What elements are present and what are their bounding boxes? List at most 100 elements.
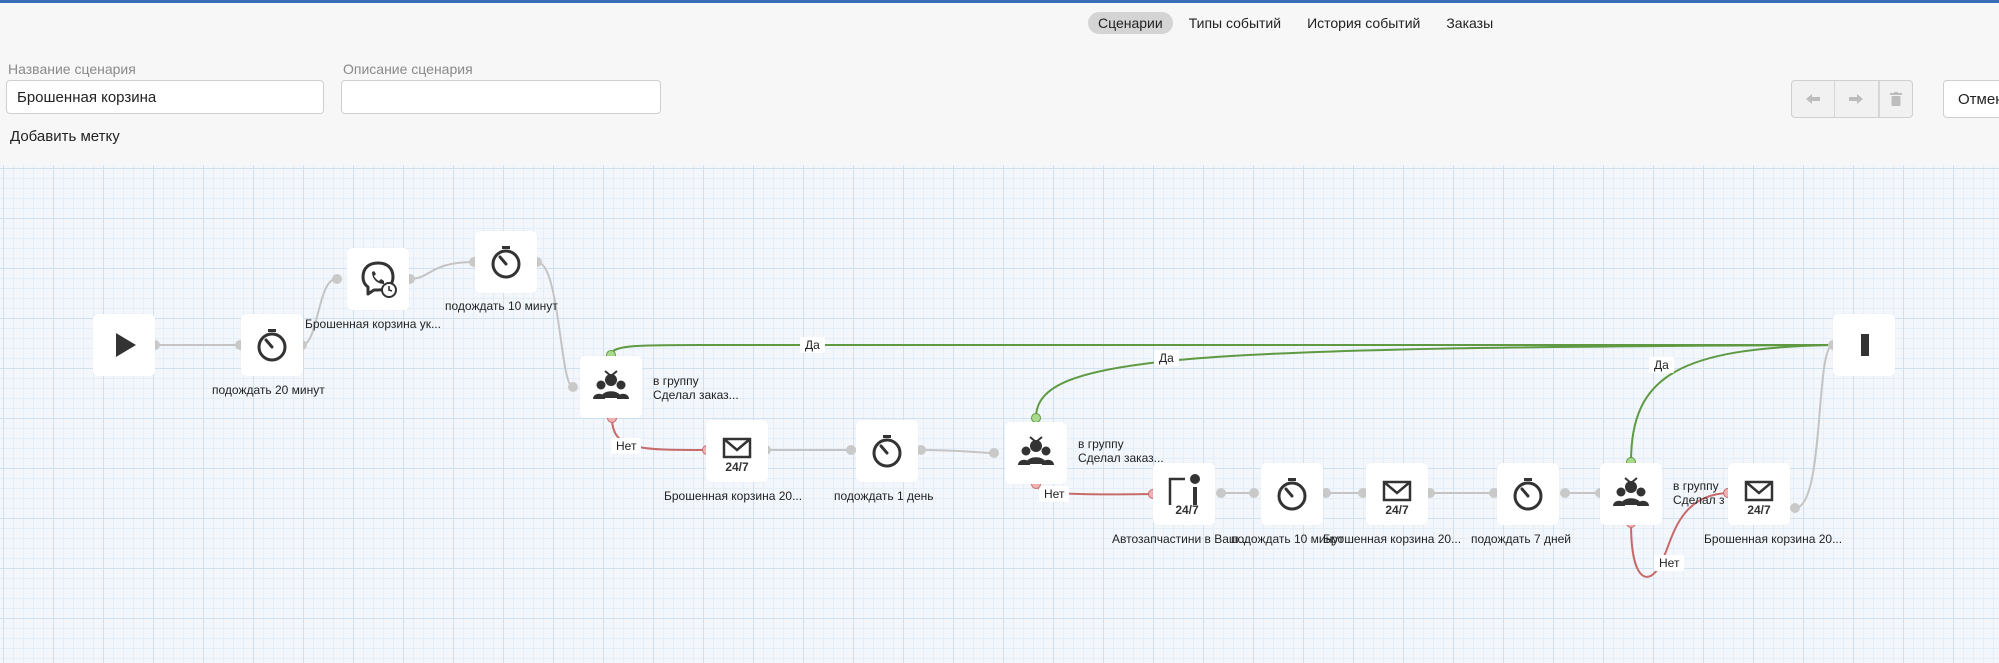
edge-label-no-1: Нет <box>611 438 642 454</box>
node-wait-10-min-a[interactable] <box>475 231 537 293</box>
node-label-wait-1-day: подождать 1 день <box>834 489 934 503</box>
trash-icon <box>1889 92 1902 106</box>
port-viber-in[interactable] <box>332 274 342 284</box>
node-label-viber-message: Брошенная корзина ук... <box>305 317 441 331</box>
group-check-icon <box>1613 477 1649 506</box>
node-label-email-1: Брошенная корзина 20... <box>664 489 803 503</box>
add-tag-link[interactable]: Добавить метку <box>10 128 120 145</box>
port-group2-in[interactable] <box>989 448 999 458</box>
timer-icon <box>1277 478 1307 511</box>
node-group-check-1[interactable] <box>580 356 642 418</box>
node-label-group-1-line1: в группу <box>653 374 699 388</box>
flow-links <box>155 261 1834 578</box>
edge-label-yes-2: Да <box>1154 350 1179 366</box>
flow-canvas[interactable]: Да Да Да Нет Нет Нет подождать 20 минут … <box>0 165 1999 663</box>
edge-label-yes-1: Да <box>800 337 825 353</box>
edge-label-no-3: Нет <box>1654 555 1685 571</box>
port-email3-out[interactable] <box>1790 503 1800 513</box>
link-wait10a-group1 <box>536 261 574 388</box>
undo-button[interactable] <box>1792 81 1836 117</box>
port-wait1d-out[interactable] <box>916 445 926 455</box>
node-label-wait-20-min: подождать 20 минут <box>212 383 325 397</box>
node-email-3[interactable]: 24/7 <box>1728 463 1790 525</box>
node-label-wait-10-min-b: подождать 10 минут <box>1231 532 1344 546</box>
node-wait-20-min[interactable] <box>241 314 303 376</box>
edit-toolbar <box>1791 80 1913 118</box>
viber-delayed-icon <box>361 261 397 298</box>
timer-icon <box>872 435 902 468</box>
port-wait7d-out[interactable] <box>1560 488 1570 498</box>
port-viber-out[interactable] <box>405 274 415 284</box>
svg-text:24/7: 24/7 <box>1747 503 1771 517</box>
email-24-7-icon: 24/7 <box>1382 480 1412 517</box>
timer-icon <box>491 246 521 279</box>
edge-label-yes-3: Да <box>1649 357 1674 373</box>
node-label-group-3-line2: Сделал з <box>1673 493 1725 507</box>
port-info-out[interactable] <box>1216 488 1226 498</box>
link-yes-group2-end <box>1035 344 1834 419</box>
group-check-icon <box>593 370 629 399</box>
node-label-group-3-line1: в группу <box>1673 479 1719 493</box>
node-label-group-2-line1: в группу <box>1078 437 1124 451</box>
nav-tab-event-history[interactable]: История событий <box>1307 15 1421 31</box>
port-wait10b-out[interactable] <box>1321 488 1331 498</box>
info-24-7-icon: 24/7 <box>1168 474 1200 517</box>
node-wait-7-days[interactable] <box>1497 463 1559 525</box>
play-icon <box>116 333 136 357</box>
node-label-email-3: Брошенная корзина 20... <box>1704 532 1843 546</box>
port-wait1d-in[interactable] <box>846 445 856 455</box>
scenario-name-label: Название сценария <box>8 61 136 77</box>
node-email-2[interactable]: 24/7 <box>1366 463 1428 525</box>
svg-text:24/7: 24/7 <box>1175 503 1199 517</box>
email-24-7-icon: 24/7 <box>1744 480 1774 517</box>
scenario-name-input[interactable] <box>6 80 324 114</box>
scenario-description-label: Описание сценария <box>343 61 473 77</box>
port-wait10b-in[interactable] <box>1249 488 1259 498</box>
svg-text:24/7: 24/7 <box>725 460 749 474</box>
port-email2-out[interactable] <box>1425 488 1435 498</box>
port-wait7d-in[interactable] <box>1489 488 1499 498</box>
nav-tab-event-types[interactable]: Типы событий <box>1188 15 1282 31</box>
node-start[interactable] <box>93 314 155 376</box>
timer-icon <box>1513 478 1543 511</box>
port-wait10a-out[interactable] <box>532 257 542 267</box>
node-label-wait-10-min-a: подождать 10 минут <box>445 299 558 313</box>
svg-text:24/7: 24/7 <box>1385 503 1409 517</box>
link-viber-wait10a <box>409 261 475 280</box>
link-wait1d-group2 <box>920 449 995 454</box>
node-end[interactable] <box>1833 314 1895 376</box>
undo-arrow-icon <box>1806 94 1821 104</box>
top-accent-bar <box>0 0 1999 3</box>
stop-icon <box>1861 334 1869 356</box>
port-wait20-in[interactable] <box>235 340 245 350</box>
link-yes-group3-end <box>1630 344 1834 463</box>
delete-button[interactable] <box>1878 81 1912 117</box>
nav-tab-scenarios[interactable]: Сценарии <box>1088 12 1173 34</box>
edge-label-no-2: Нет <box>1039 486 1070 502</box>
node-email-1[interactable]: 24/7 <box>706 420 768 482</box>
redo-arrow-icon <box>1849 94 1864 104</box>
node-group-check-3[interactable] <box>1600 463 1662 525</box>
timer-icon <box>257 329 287 362</box>
node-group-check-2[interactable] <box>1005 422 1067 484</box>
node-wait-10-min-b[interactable] <box>1261 463 1323 525</box>
node-wait-1-day[interactable] <box>856 420 918 482</box>
group-check-icon <box>1018 436 1054 465</box>
node-label-wait-7-days: подождать 7 дней <box>1471 532 1571 546</box>
node-label-group-2-line2: Сделал заказ... <box>1078 451 1164 465</box>
link-wait20-viber <box>301 278 337 346</box>
link-email3-end <box>1794 344 1834 509</box>
port-group1-in[interactable] <box>568 382 578 392</box>
cancel-button[interactable]: Отмен <box>1943 80 1999 118</box>
scenario-description-input[interactable] <box>341 80 661 114</box>
node-label-group-1-line2: Сделал заказ... <box>653 388 739 402</box>
main-nav: Сценарии Типы событий История событий За… <box>1088 10 1503 36</box>
port-email2-in[interactable] <box>1358 488 1368 498</box>
port-start-out[interactable] <box>150 340 160 350</box>
nav-tab-orders[interactable]: Заказы <box>1446 15 1494 31</box>
node-viber-message[interactable] <box>347 248 409 310</box>
node-info-message[interactable]: 24/7 <box>1153 463 1215 525</box>
email-24-7-icon: 24/7 <box>722 437 752 474</box>
port-wait10a-in[interactable] <box>469 257 479 267</box>
redo-button[interactable] <box>1835 81 1879 117</box>
